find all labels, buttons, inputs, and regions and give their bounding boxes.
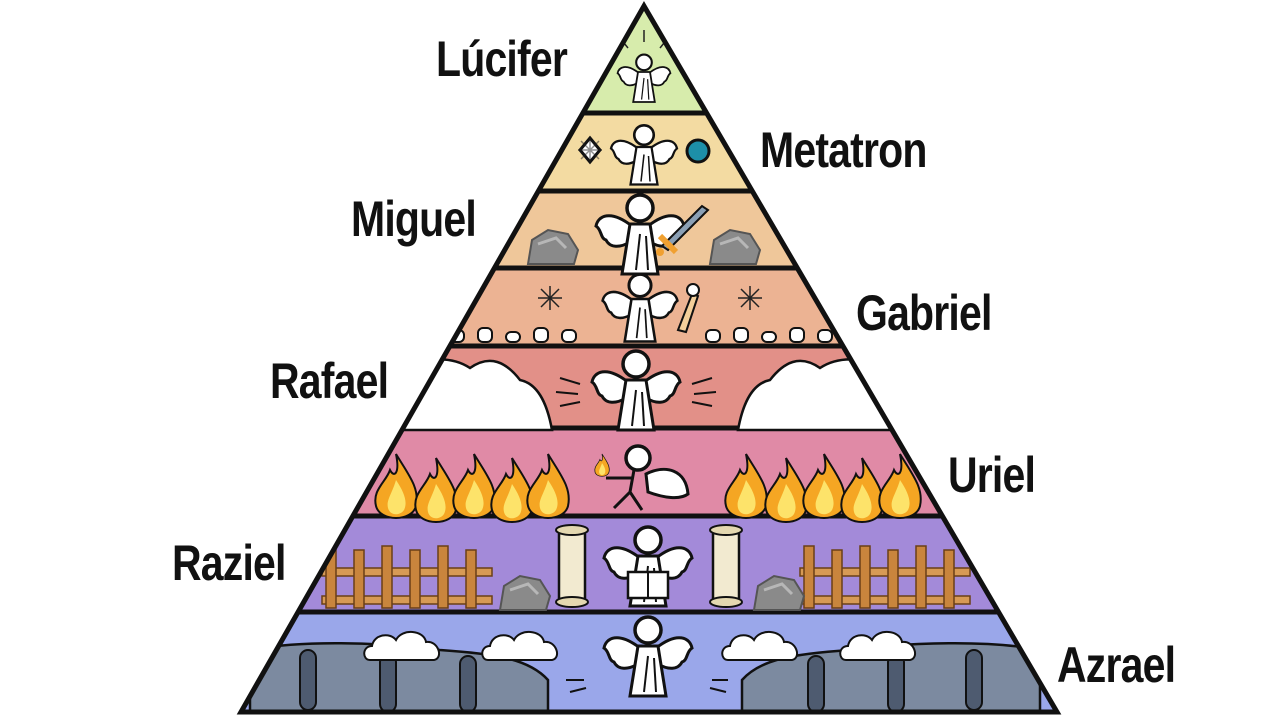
healing-sparks (555, 377, 717, 407)
cliff-left (248, 642, 550, 712)
tier-label-azrael: Azrael (1057, 637, 1176, 693)
diamond-icon (577, 135, 603, 165)
tier-label-gabriel: Gabriel (856, 285, 992, 341)
sword-icon (656, 204, 710, 256)
tier-label-lucifer: Lúcifer (436, 31, 568, 87)
cliff-right (740, 642, 1042, 712)
trumpet-icon (676, 283, 700, 334)
tier-label-rafael: Rafael (270, 353, 389, 409)
sparkle-icon (537, 285, 563, 311)
tier-label-raziel: Raziel (172, 535, 286, 591)
raziel-angel-icon (602, 525, 694, 608)
scroll-icon (554, 523, 590, 609)
pyramid-outline (236, 1, 1062, 715)
tier-label-metatron: Metatron (760, 122, 927, 178)
azrael-angel-icon (566, 615, 728, 698)
blue-orb-icon (685, 138, 711, 164)
sparkle-icon (737, 285, 763, 311)
tier-label-miguel: Miguel (351, 191, 477, 247)
tier-label-uriel: Uriel (948, 447, 1036, 503)
scroll-icon (708, 523, 744, 609)
uriel-angel-icon (594, 444, 690, 511)
